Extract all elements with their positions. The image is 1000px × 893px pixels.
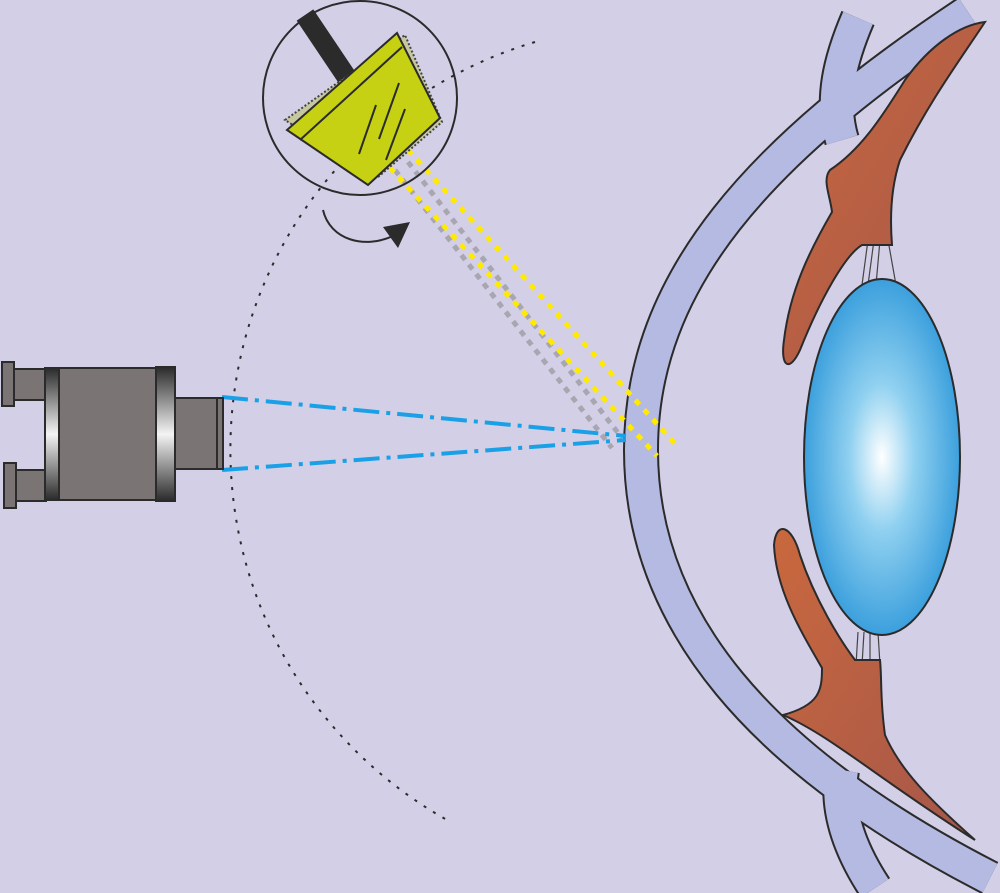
prism	[285, 31, 442, 187]
microscope	[1, 361, 224, 509]
observation-beams	[221, 395, 627, 472]
reflected-beams	[393, 160, 624, 450]
iris-ciliary-lower	[772, 528, 976, 841]
prism-arm	[296, 9, 359, 88]
prism-inset	[262, 0, 458, 196]
lens	[803, 278, 961, 636]
iris-ciliary-upper	[782, 20, 988, 365]
rotation-arrow-icon	[322, 209, 410, 248]
slit-light-beams	[388, 148, 680, 458]
sclera-cornea	[622, 0, 999, 893]
